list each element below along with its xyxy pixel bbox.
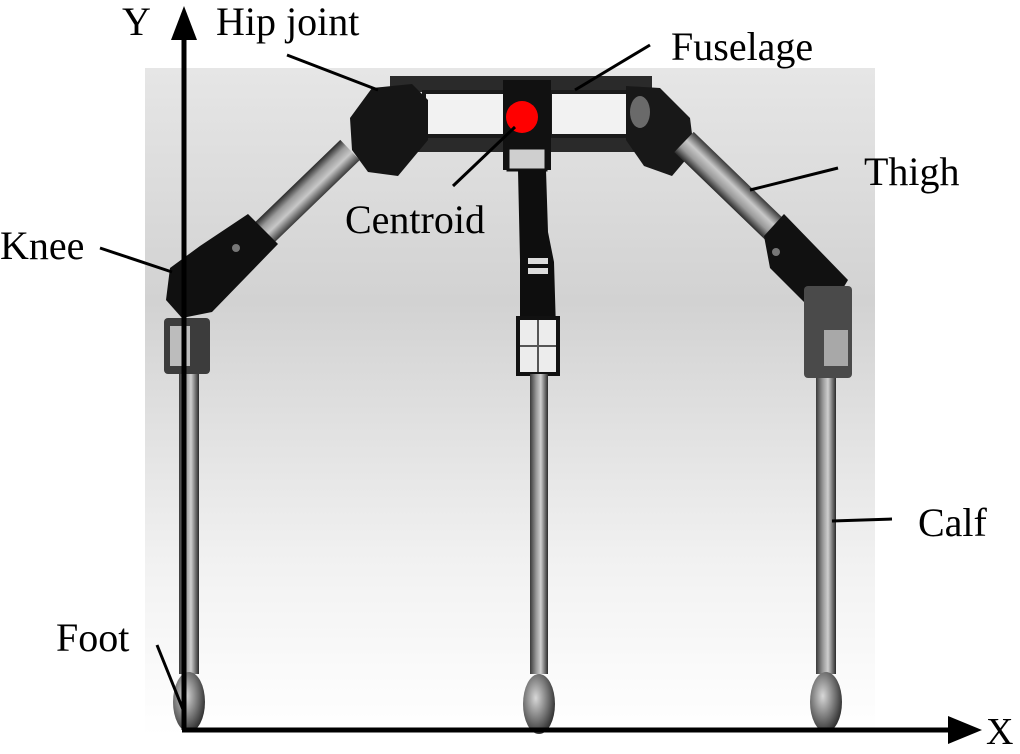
foot-leader: [155, 644, 186, 713]
right-foot: [810, 672, 842, 732]
thigh-leader: [749, 166, 839, 192]
x-axis-label: X: [986, 711, 1014, 753]
hip-joint-label: Hip joint: [216, 0, 360, 44]
fuselage-label: Fuselage: [671, 24, 814, 69]
left-leg: [164, 84, 428, 732]
centroid-leader: [451, 125, 517, 188]
middle-leg: [506, 146, 560, 734]
y-axis-arrowhead: [171, 6, 197, 40]
middle-foot: [523, 674, 555, 734]
photo-background: [145, 68, 875, 736]
knee-label: Knee: [0, 223, 85, 268]
knee-leader: [99, 246, 173, 274]
hip-joint-leader: [286, 53, 379, 92]
right-leg: [626, 86, 852, 732]
centroid-label: Centroid: [345, 197, 485, 242]
left-foot: [173, 672, 205, 732]
coordinate-axes: [171, 6, 982, 744]
x-axis-arrowhead: [948, 716, 982, 744]
calf-leader: [831, 517, 893, 523]
fuselage-leader: [574, 43, 651, 92]
thigh-label: Thigh: [864, 149, 960, 194]
centroid-marker: [506, 101, 538, 133]
leader-lines: [99, 43, 893, 713]
foot-label: Foot: [56, 615, 130, 660]
calf-label: Calf: [918, 500, 987, 545]
y-axis-label: Y: [122, 0, 151, 44]
